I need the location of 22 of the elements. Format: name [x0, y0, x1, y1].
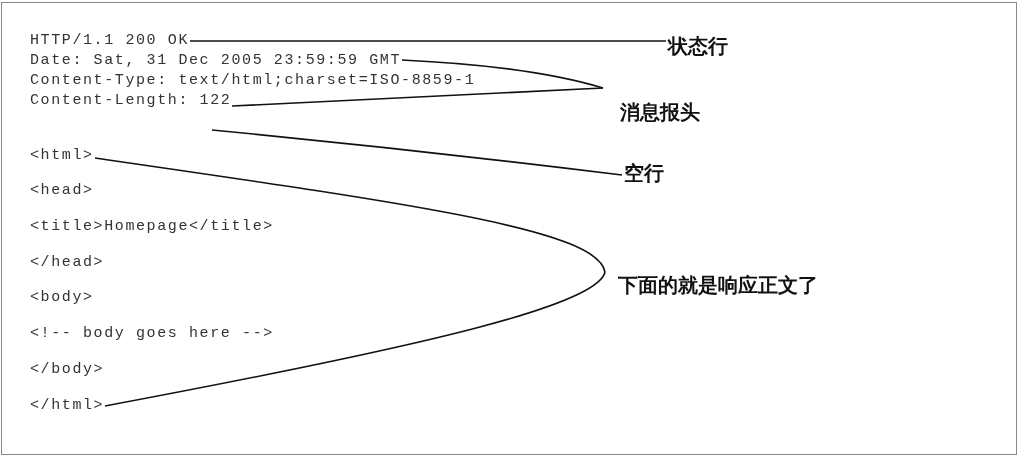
code-line: </html>	[30, 397, 105, 415]
annotation-label: 下面的就是响应正文了	[618, 273, 818, 297]
code-line: Content-Length: 122	[30, 92, 232, 110]
leader-line	[94, 157, 606, 273]
code-line: <head>	[30, 182, 94, 200]
leader-line	[189, 40, 667, 42]
leader-line	[211, 129, 623, 176]
code-line: </head>	[30, 254, 105, 272]
annotation-label: 消息报头	[620, 100, 700, 124]
code-line: <title>Homepage</title>	[30, 218, 274, 236]
code-line: <html>	[30, 147, 94, 165]
code-line: </body>	[30, 361, 105, 379]
code-line: <!-- body goes here -->	[30, 325, 274, 343]
leader-line	[401, 59, 604, 89]
leader-line	[231, 87, 604, 107]
code-line: HTTP/1.1 200 OK	[30, 32, 190, 50]
annotation-label: 状态行	[668, 34, 728, 58]
leader-line	[104, 271, 606, 407]
annotation-label: 空行	[624, 161, 664, 185]
code-line: Date: Sat, 31 Dec 2005 23:59:59 GMT	[30, 52, 402, 70]
code-line: Content-Type: text/html;charset=ISO-8859-1	[30, 72, 476, 90]
code-line: <body>	[30, 289, 94, 307]
